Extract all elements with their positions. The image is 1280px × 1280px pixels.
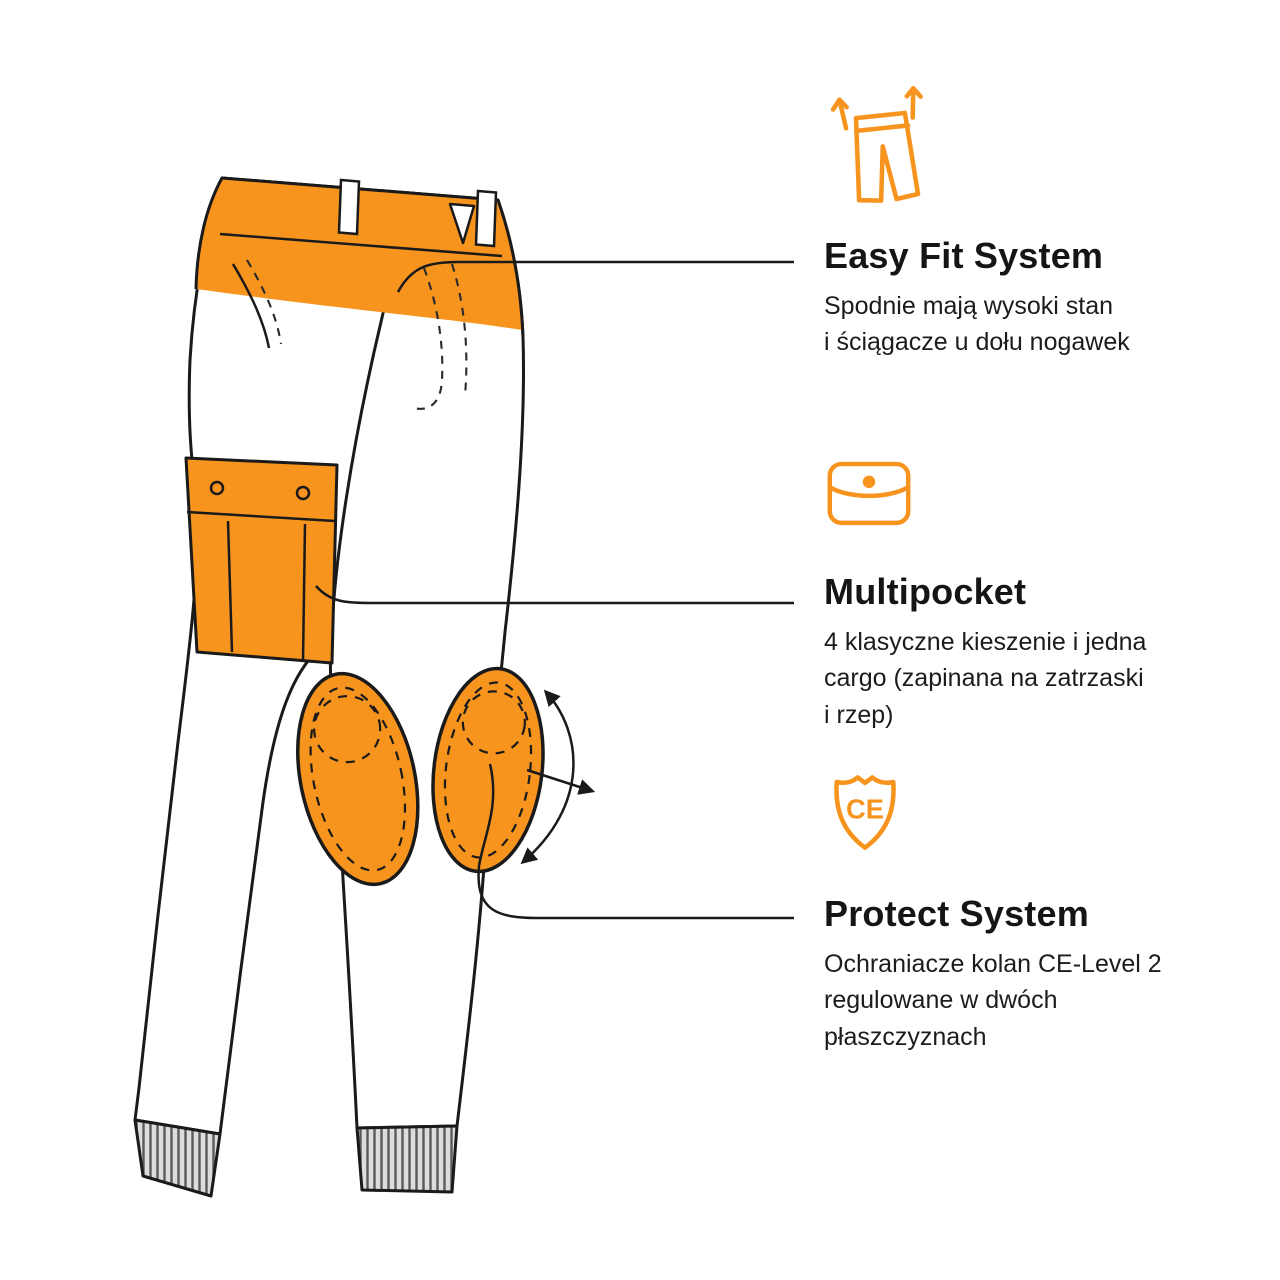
connector-line-multipocket (315, 585, 794, 605)
knee-protector-left (296, 671, 420, 887)
cargo-pocket-highlight (184, 456, 339, 665)
belt-loop (337, 178, 361, 236)
cuff-right (355, 1124, 459, 1194)
waist-outline (194, 176, 525, 338)
feature-title-protect-system: Protect System (824, 893, 1089, 934)
feature-title-easy-fit: Easy Fit System (824, 235, 1104, 276)
front-pocket-seam (231, 263, 271, 349)
feature-easy-fit: Easy Fit System Spodnie mają wysoki stan… (824, 86, 1244, 361)
connector-line-protect (477, 763, 794, 920)
belt-loop (474, 189, 498, 248)
knee-adjust-straight-arrow (526, 768, 596, 795)
feature-description-easy-fit: Spodnie mają wysoki stan i ściągacze u d… (824, 291, 1130, 357)
cuff-left (133, 1118, 222, 1198)
connector-line-easy-fit (396, 260, 794, 293)
pocket-bag-stitch (413, 267, 444, 410)
ce-mark-label: CE (846, 793, 884, 824)
feature-description-multipocket: 4 klasyczne kieszenie i jedna cargo (zap… (824, 627, 1147, 729)
fly-stitch (450, 263, 468, 397)
waistband-seam (219, 232, 503, 258)
ce-shield-icon: CE (834, 775, 896, 850)
zipper-pull (448, 202, 476, 245)
pocket-icon (827, 461, 911, 526)
front-pocket-stitch (246, 259, 283, 345)
feature-title-multipocket: Multipocket (824, 571, 1027, 612)
pants-stretch-icon (830, 86, 923, 203)
knee-adjust-arc-arrow (520, 689, 575, 865)
feature-description-protect-system: Ochraniacze kolan CE-Level 2 regulowane … (824, 949, 1162, 1051)
waistband-highlight (196, 178, 522, 330)
feature-multipocket: Multipocket 4 klasyczne kieszenie i jedn… (824, 448, 1244, 733)
feature-protect-system: CE Protect System Ochraniacze kolan CE-L… (824, 766, 1244, 1055)
